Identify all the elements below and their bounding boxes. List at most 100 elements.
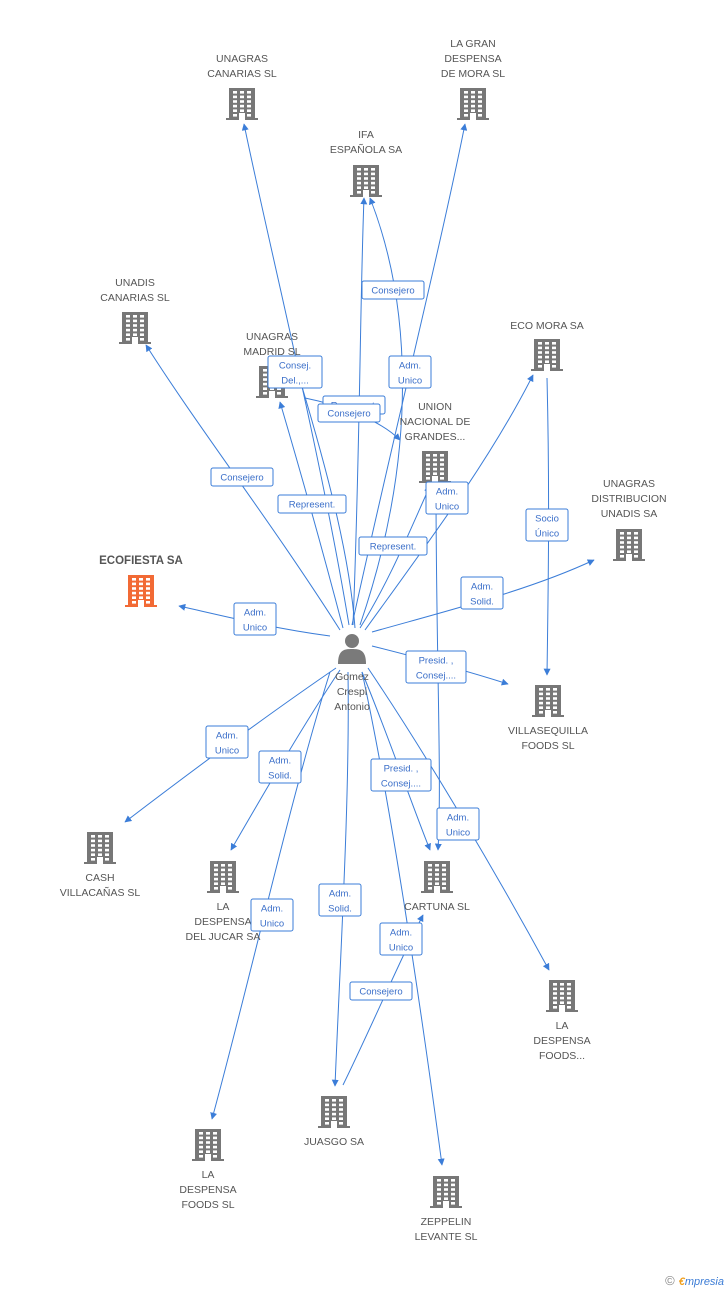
relation-label-line: Adm. — [269, 756, 291, 767]
relation-badge[interactable]: Presid. ,Consej.... — [370, 758, 432, 792]
building-icon[interactable] — [430, 1176, 462, 1208]
relation-label-line: Adm. — [399, 361, 421, 372]
edge-line — [210, 671, 331, 1120]
company-label-line: ZEPPELIN — [421, 1216, 472, 1228]
relation-badge-box — [460, 576, 504, 610]
relation-badge[interactable]: Adm.Solid. — [460, 576, 504, 610]
building-icon[interactable] — [419, 451, 451, 483]
relation-badge-box — [233, 602, 277, 636]
focus-company-building-icon[interactable] — [125, 575, 157, 607]
company-node-eco-mora[interactable]: ECO MORA SA — [510, 320, 584, 371]
building-icon[interactable] — [318, 1096, 350, 1128]
building-icon[interactable] — [421, 861, 453, 893]
relation-label: Consejero — [220, 473, 263, 484]
relation-label-line: Consej. — [279, 361, 311, 372]
company-node-juasgo[interactable]: JUASGO SA — [304, 1096, 364, 1148]
company-node-cartuna[interactable]: CARTUNA SL — [404, 861, 470, 913]
relation-label-line: Unico — [389, 943, 413, 954]
edge-line — [298, 379, 356, 629]
relation-badge[interactable]: Adm.Unico — [388, 355, 432, 389]
relation-badge[interactable]: Adm. Unico — [436, 807, 480, 841]
building-icon[interactable] — [226, 88, 258, 120]
company-label[interactable]: ECOFIESTA SA — [99, 555, 183, 567]
relation-badge[interactable]: Adm.Solid. — [258, 750, 302, 784]
building-icon[interactable] — [532, 685, 564, 717]
relation-badge[interactable]: Consejero — [349, 981, 413, 1001]
company-label-line: CASH — [85, 872, 114, 884]
building-icon[interactable] — [192, 1129, 224, 1161]
relation-badge[interactable]: Adm.Unico — [379, 922, 423, 956]
relation-badge[interactable]: Consejero — [210, 467, 274, 487]
relation-badge[interactable]: Consejero — [317, 403, 381, 423]
building-icon[interactable] — [531, 339, 563, 371]
edge-line — [543, 377, 551, 676]
relation-label-line: Adm. — [447, 813, 469, 824]
relation-badge[interactable]: Adm.Unico — [233, 602, 277, 636]
relation-label-line: Adm. — [244, 608, 266, 619]
relation-label: Consejero — [359, 987, 402, 998]
relation-label-line: Unico — [446, 828, 470, 839]
relation-badge-box — [370, 758, 432, 792]
relation-label-line: Solid. — [470, 597, 494, 608]
building-icon[interactable] — [119, 312, 151, 344]
relation-badge[interactable]: Consejero — [361, 280, 425, 300]
relation-badge[interactable]: Adm.Unico — [250, 898, 294, 932]
relation-badge[interactable]: Adm.Unico — [425, 481, 469, 515]
building-icon[interactable] — [84, 832, 116, 864]
edge-line — [361, 671, 445, 1166]
company-node-ecofiesta[interactable]: ECOFIESTA SA — [99, 555, 183, 607]
building-icon[interactable] — [207, 861, 239, 893]
company-label-line: CANARIAS SL — [100, 292, 170, 304]
company-label[interactable]: CARTUNA SL — [404, 901, 470, 913]
company-label[interactable]: JUASGO SA — [304, 1136, 364, 1148]
company-label[interactable]: ECO MORA SA — [510, 320, 584, 332]
company-label-line: UNION — [418, 401, 452, 413]
relation-badge[interactable]: Consej.Del.,... — [267, 355, 323, 389]
building-icon[interactable] — [350, 165, 382, 197]
building-icon[interactable] — [546, 980, 578, 1012]
person-label-line: Gomez — [335, 671, 369, 683]
relations-layer: ConsejeroAdm.UnicoConsej.Del.,...Represe… — [205, 280, 569, 1001]
relation-badge[interactable]: Presid. ,Consej.... — [405, 650, 467, 684]
relation-badge[interactable]: Adm.Solid. — [318, 883, 362, 917]
relation-label-line: Consejero — [371, 286, 414, 297]
building-icon[interactable] — [613, 529, 645, 561]
relation-badge-box — [425, 481, 469, 515]
company-label-line: JUASGO SA — [304, 1136, 364, 1148]
building-icon[interactable] — [457, 88, 489, 120]
relation-badge-box — [358, 536, 428, 556]
relation-badge[interactable]: Represent. — [358, 536, 428, 556]
relation-badge[interactable]: Adm.Unico — [205, 725, 249, 759]
relation-label-line: Consejero — [359, 987, 402, 998]
relation-badge[interactable]: Represent. — [277, 494, 347, 514]
